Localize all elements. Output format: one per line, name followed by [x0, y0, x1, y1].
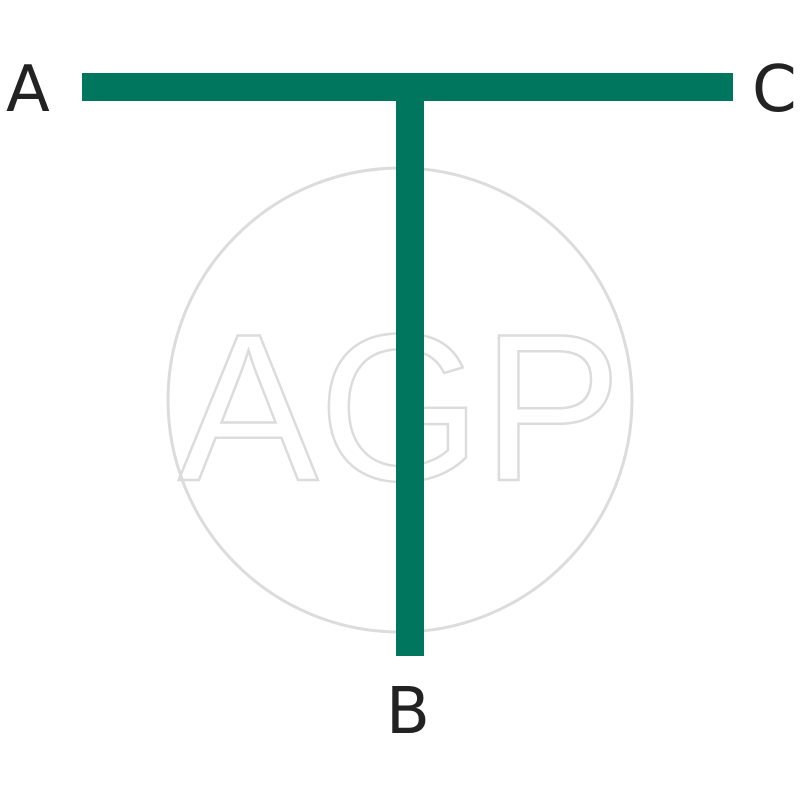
- label-a: A: [6, 53, 50, 127]
- label-c: C: [752, 53, 797, 127]
- vertical-pipe: [396, 87, 424, 656]
- label-b: B: [386, 675, 430, 749]
